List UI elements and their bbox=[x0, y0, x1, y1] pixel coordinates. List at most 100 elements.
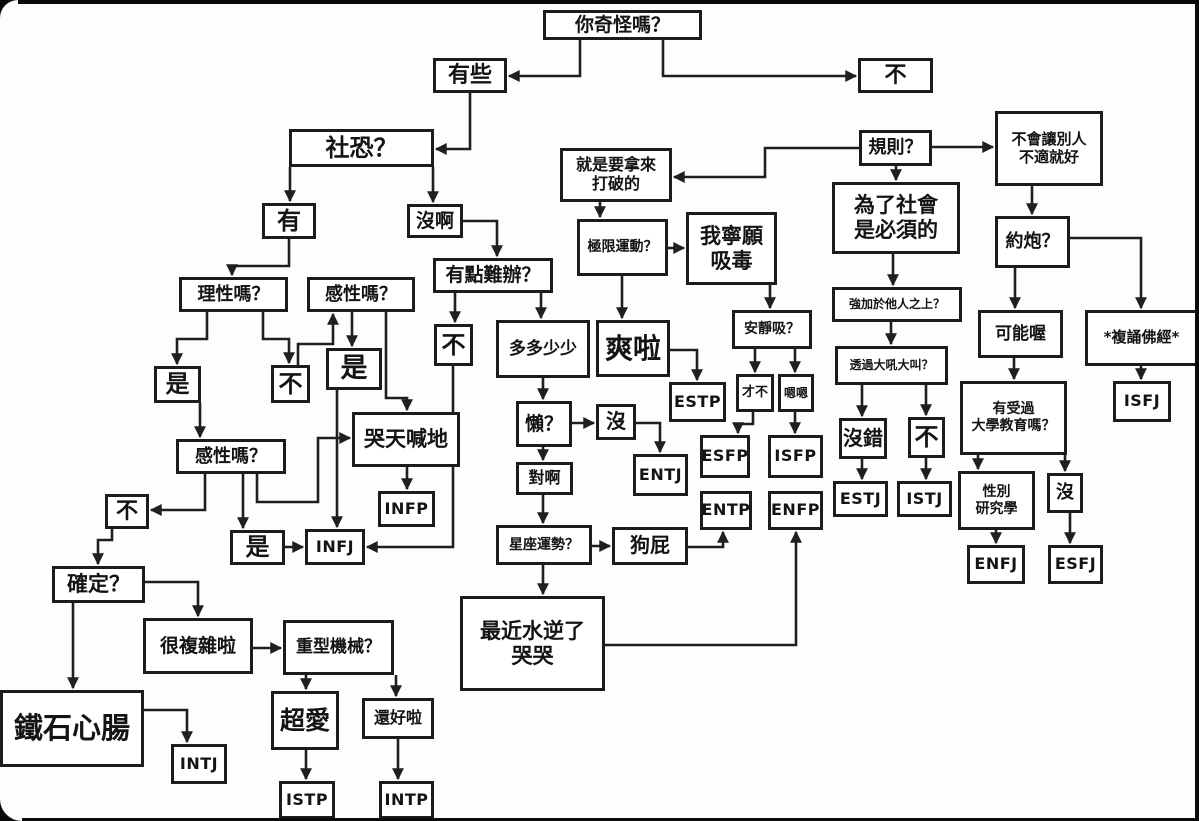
node-horoscope: 星座運勢？ bbox=[496, 525, 592, 565]
node-no_rational: 不 bbox=[271, 365, 310, 403]
node-correct: 沒錯 bbox=[839, 418, 887, 459]
node-label: 對啊 bbox=[528, 468, 561, 488]
node-esfp: ESFP bbox=[700, 435, 750, 478]
node-cry_heaven: 哭天喊地 bbox=[352, 412, 460, 467]
edge-bullshit-entp bbox=[688, 530, 729, 549]
node-buddhist: *複誦佛經* bbox=[1085, 310, 1198, 366]
node-estp: ESTP bbox=[669, 382, 726, 422]
node-label: ISFP bbox=[774, 446, 817, 466]
node-label: ESFP bbox=[701, 446, 749, 466]
node-label: 沒啊 bbox=[415, 209, 454, 232]
node-label: 強加於他人之上？ bbox=[848, 297, 945, 312]
frame-edge-right bbox=[1195, 0, 1199, 821]
node-label: 才不 bbox=[741, 385, 768, 401]
node-istp: ISTP bbox=[279, 781, 335, 819]
edge-rational-yes_rational bbox=[171, 312, 209, 366]
node-its_ok: 還好啦 bbox=[362, 698, 434, 739]
node-label: ISTJ bbox=[906, 488, 943, 508]
node-label: 透過大吼大叫？ bbox=[849, 358, 934, 373]
node-esfj: ESFJ bbox=[1048, 545, 1103, 584]
edge-stone_heart-intj bbox=[144, 708, 193, 744]
node-label: 是 bbox=[165, 370, 190, 399]
node-hookup: 約炮？ bbox=[995, 216, 1070, 268]
node-heavy_machinery: 重型機械？ bbox=[283, 620, 394, 675]
node-label: 不 bbox=[278, 369, 303, 398]
node-enfp: ENFP bbox=[768, 491, 823, 530]
node-maybe: 可能喔 bbox=[978, 310, 1063, 358]
edge-somewhat-social_anxiety bbox=[434, 93, 472, 155]
node-rational: 理性嗎？ bbox=[179, 277, 288, 312]
node-no_emotional2: 不 bbox=[105, 494, 149, 529]
node-label: ENTP bbox=[701, 500, 751, 520]
node-label: 沒 bbox=[606, 409, 626, 434]
node-label: ESFJ bbox=[1054, 554, 1097, 574]
node-label: 不 bbox=[884, 62, 907, 88]
node-label: INTJ bbox=[179, 753, 219, 773]
node-label: 很複雜啦 bbox=[159, 634, 236, 657]
node-label: *複誦佛經* bbox=[1103, 328, 1180, 347]
node-label: ESTP bbox=[673, 391, 722, 411]
node-society: 為了社會 是必須的 bbox=[832, 182, 960, 254]
node-no_tricky: 不 bbox=[434, 324, 473, 366]
node-isfp: ISFP bbox=[768, 435, 823, 478]
edge-have-rational bbox=[226, 239, 291, 277]
node-complicated: 很複雜啦 bbox=[143, 618, 253, 674]
node-nope_lazy: 沒 bbox=[596, 404, 636, 440]
frame-corner-top-left bbox=[0, 0, 18, 18]
node-label: 可能喔 bbox=[995, 323, 1046, 344]
node-no_way: 才不 bbox=[736, 374, 774, 412]
node-infp: INFP bbox=[378, 491, 435, 527]
node-not_uncomfortable: 不會讓別人 不適就好 bbox=[995, 111, 1103, 186]
edge-sure-complicated bbox=[145, 580, 204, 618]
node-quiet_smoke: 安靜吸？ bbox=[732, 310, 812, 349]
node-sure: 確定？ bbox=[52, 566, 145, 603]
node-stone_heart: 鐵石心腸 bbox=[0, 690, 144, 767]
node-label: ENTJ bbox=[638, 464, 683, 484]
node-label: 有受過 大學教育嗎？ bbox=[971, 401, 1056, 434]
node-impose: 強加於他人之上？ bbox=[832, 287, 962, 322]
node-label: 是 bbox=[245, 533, 270, 562]
node-label: ISFJ bbox=[1123, 391, 1161, 411]
node-label: 不會讓別人 不適就好 bbox=[1011, 129, 1087, 166]
node-no_uni: 沒 bbox=[1047, 473, 1083, 513]
node-yeah_lazy: 對啊 bbox=[516, 462, 573, 495]
edge-nope_sa-bit_tricky bbox=[463, 219, 503, 258]
node-label: INTP bbox=[384, 789, 429, 809]
node-label: 星座運勢？ bbox=[509, 536, 579, 553]
node-yes_emotional_top: 是 bbox=[326, 348, 382, 390]
node-label: 感性嗎？ bbox=[325, 283, 397, 305]
edge-no_rational-emotional_top bbox=[296, 312, 339, 365]
node-label: 約炮？ bbox=[1005, 231, 1060, 253]
edge-mercury-enfp bbox=[605, 530, 802, 647]
node-label: 還好啦 bbox=[373, 708, 422, 728]
node-shuang: 爽啦 bbox=[596, 320, 670, 377]
node-social_anxiety: 社恐？ bbox=[289, 129, 434, 167]
node-label: 是 bbox=[340, 353, 368, 385]
node-university: 有受過 大學教育嗎？ bbox=[960, 381, 1067, 455]
node-bit_tricky: 有點難辦？ bbox=[433, 258, 553, 293]
node-label: 不 bbox=[914, 423, 939, 452]
node-mercury: 最近水逆了 哭哭 bbox=[460, 596, 605, 691]
node-entp: ENTP bbox=[700, 491, 752, 530]
node-label: 為了社會 是必須的 bbox=[854, 193, 938, 242]
node-label: 爽啦 bbox=[604, 331, 661, 365]
node-label: 有點難辦？ bbox=[445, 264, 541, 287]
node-break_rules: 就是要拿來 打破的 bbox=[560, 148, 672, 202]
edge-hookup-buddhist bbox=[1070, 236, 1147, 310]
node-extreme_sports: 極限運動？ bbox=[577, 219, 668, 276]
edge-rational-no_rational bbox=[261, 312, 295, 365]
edge-rules-break_rules bbox=[672, 146, 859, 183]
node-label: 不 bbox=[115, 498, 138, 524]
node-label: 多多少少 bbox=[509, 338, 577, 359]
node-label: ENFJ bbox=[974, 554, 1018, 574]
node-emotional_top: 感性嗎？ bbox=[307, 277, 415, 312]
edge-no_emotional2-sure bbox=[92, 529, 114, 566]
node-label: 超愛 bbox=[279, 705, 330, 735]
node-label: 規則？ bbox=[868, 137, 923, 159]
node-label: 重型機械？ bbox=[296, 637, 381, 658]
node-label: 沒 bbox=[1056, 482, 1074, 504]
node-gender_studies: 性別 研究學 bbox=[958, 471, 1035, 530]
node-label: ESTJ bbox=[839, 488, 882, 508]
